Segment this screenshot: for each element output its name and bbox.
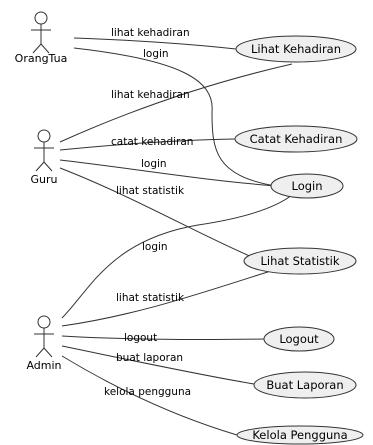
edge-admin-lihat-statistik [61,269,275,327]
label-orangtua-login: login [143,48,169,60]
use-case-kelola-pengguna: Kelola Pengguna [236,425,364,445]
use-case-name: Catat Kehadiran [250,132,343,146]
label-admin-logout: logout [124,332,157,344]
stick-figure-icon [34,129,54,172]
actor-name: Guru [31,173,58,186]
edge-guru-lihat-statistik [59,167,253,258]
edge-guru-lihat-kehadiran [59,63,293,143]
use-case-buat-laporan: Buat Laporan [253,371,357,399]
actor-name: OrangTua [15,52,68,65]
association-labels: lihat kehadiran login lihat kehadiran ca… [104,27,193,398]
use-case-name: Lihat Kehadiran [251,42,341,56]
actor-admin: Admin [26,315,62,372]
edge-admin-kelola-pengguna [61,355,238,436]
use-case-lihat-kehadiran: Lihat Kehadiran [235,35,357,63]
stick-figure-icon [31,11,51,54]
edge-guru-login [59,159,277,187]
use-case-logout: Logout [263,326,335,352]
label-guru-login: login [141,158,167,170]
actor-name: Admin [26,359,61,372]
use-case-lihat-statistik: Lihat Statistik [243,247,357,275]
use-case-name: Logout [279,332,319,346]
label-guru-lihat-kehadiran: lihat kehadiran [111,89,190,101]
label-admin-lihat-statistik: lihat statistik [116,292,185,304]
actor-guru: Guru [31,129,58,186]
edge-guru-catat-kehadiran [59,138,237,151]
use-case-name: Lihat Statistik [260,254,339,268]
label-orangtua-lihat-kehadiran: lihat kehadiran [111,27,190,39]
stick-figure-icon [34,315,54,358]
associations [59,37,293,436]
use-case-catat-kehadiran: Catat Kehadiran [234,125,358,153]
edge-admin-logout [61,335,265,341]
edge-admin-login [61,194,293,319]
use-case-name: Buat Laporan [266,378,343,392]
use-case-login: Login [270,173,344,199]
label-admin-kelola-pengguna: kelola pengguna [104,386,191,398]
use-case-name: Kelola Pengguna [252,428,347,442]
actor-orangtua: OrangTua [15,11,68,65]
edge-orangtua-login [73,47,277,187]
label-admin-login: login [142,241,168,253]
label-guru-catat-kehadiran: catat kehadiran [111,136,193,148]
edge-orangtua-lihat-kehadiran [73,37,237,50]
label-admin-buat-laporan: buat laporan [116,352,183,364]
edge-admin-buat-laporan [61,345,255,385]
label-guru-lihat-statistik: lihat statistik [116,185,185,197]
use-case-name: Login [291,179,322,193]
